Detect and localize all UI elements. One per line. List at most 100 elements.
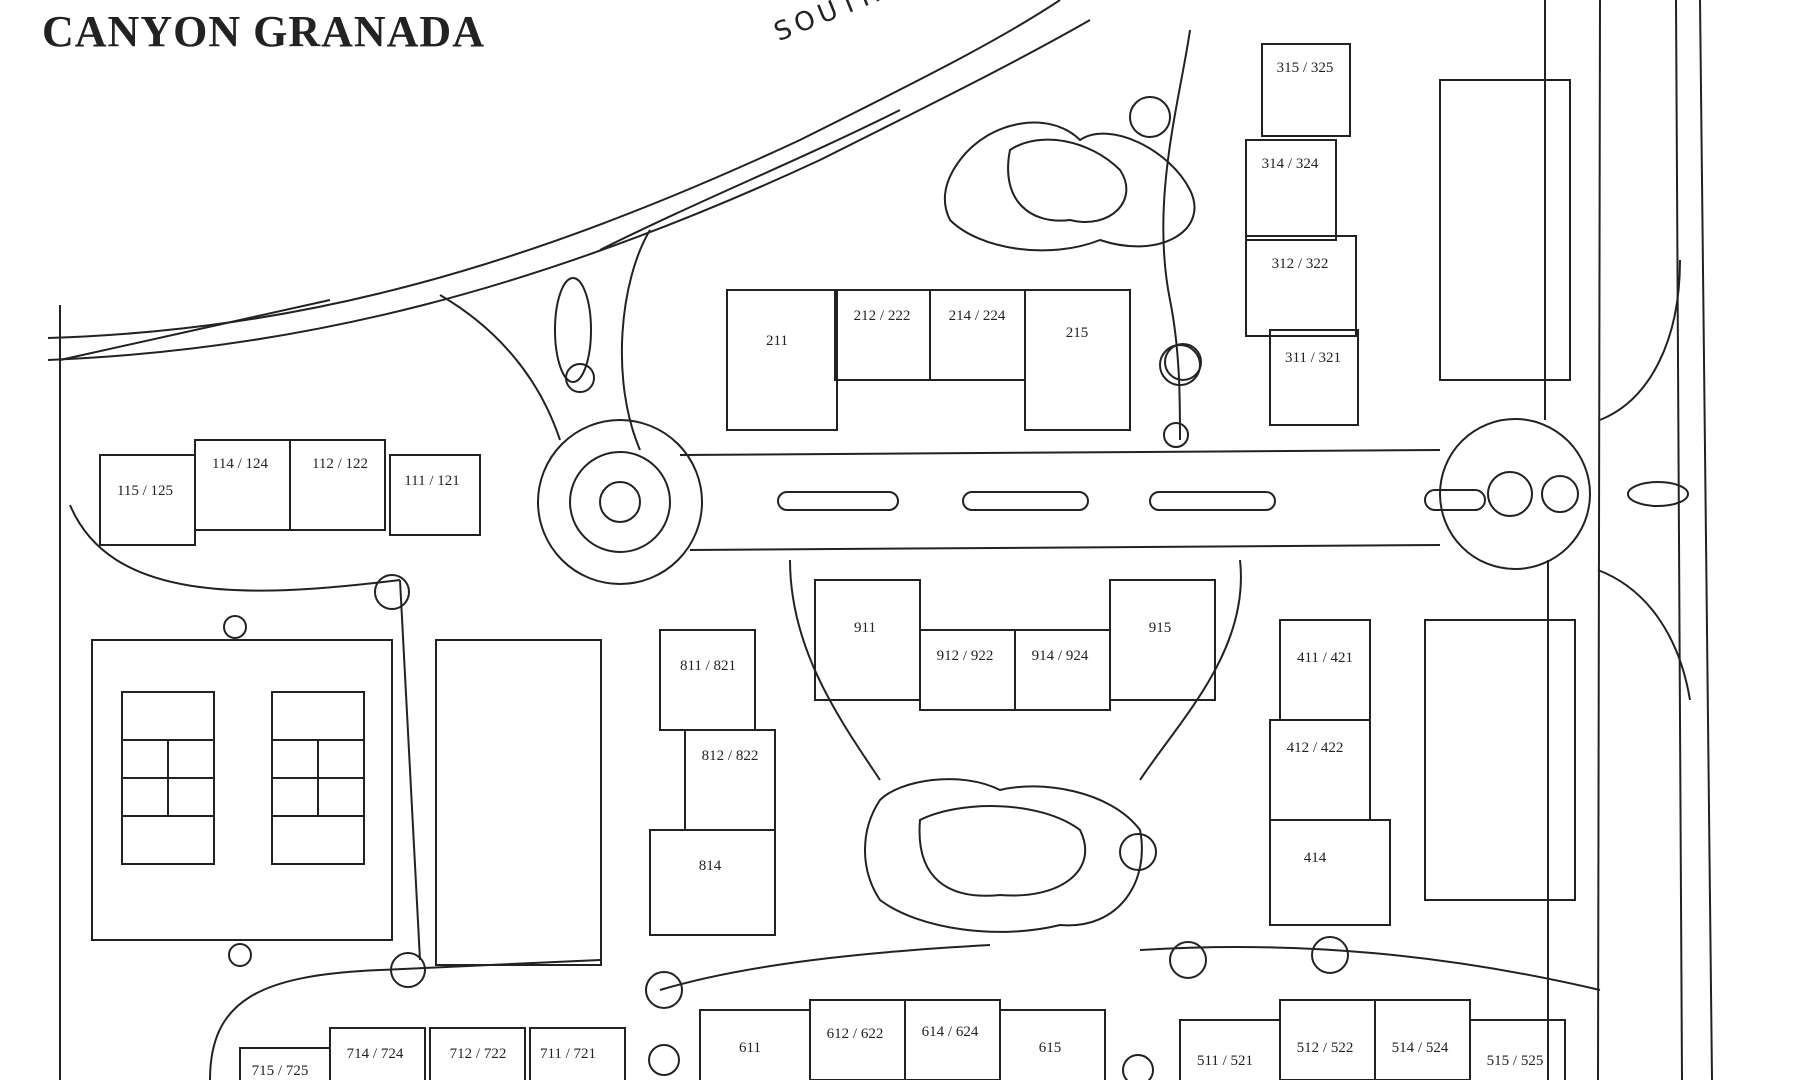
pool-upper xyxy=(943,121,1196,252)
parking-lot-west xyxy=(435,639,602,966)
building-label: 211 xyxy=(766,333,788,349)
node-10 xyxy=(648,1044,680,1076)
bldg-414 xyxy=(1269,819,1391,926)
map-title: CANYON GRANADA xyxy=(42,7,485,56)
node-9 xyxy=(228,943,252,967)
building-label: 312 / 322 xyxy=(1272,256,1329,272)
bldg-812-822 xyxy=(684,729,776,831)
node-1 xyxy=(374,574,410,610)
walkway-southwest-loop xyxy=(209,959,601,1080)
property-boundary-right xyxy=(1699,0,1713,1080)
west-roundabout-mid xyxy=(569,451,671,553)
east-road-curve xyxy=(1599,259,1681,421)
pool-central xyxy=(864,778,1143,933)
pool-central-spa xyxy=(1119,833,1157,871)
node-4 xyxy=(645,971,683,1009)
walkway-south-loop xyxy=(659,944,1601,991)
building-label: 511 / 521 xyxy=(1197,1053,1253,1069)
building-label: 612 / 622 xyxy=(827,1026,884,1042)
building-label: 212 / 222 xyxy=(854,308,911,324)
bldg-215 xyxy=(1024,289,1131,431)
entry-median-circle xyxy=(565,363,595,393)
node-6 xyxy=(1311,936,1349,974)
node-5 xyxy=(1169,941,1207,979)
building-label: 512 / 522 xyxy=(1297,1040,1354,1056)
bldg-911 xyxy=(814,579,921,701)
street-curve-sidewalk xyxy=(59,109,901,361)
building-label: 911 xyxy=(854,620,876,636)
building-label: 311 / 321 xyxy=(1285,350,1341,366)
building-label: 814 xyxy=(699,858,722,874)
building-label: 214 / 224 xyxy=(949,308,1006,324)
building-label: 411 / 421 xyxy=(1297,650,1353,666)
node-7 xyxy=(1164,343,1202,381)
building-label: 615 xyxy=(1039,1040,1062,1056)
bldg-115-125 xyxy=(99,454,196,546)
median-2 xyxy=(962,491,1089,511)
east-road-east-edge xyxy=(1597,0,1601,1080)
node-2 xyxy=(223,615,247,639)
bldg-712-722 xyxy=(429,1027,526,1080)
building-label: 115 / 125 xyxy=(117,483,173,499)
building-label: 915 xyxy=(1149,620,1172,636)
walkway-central-loop xyxy=(789,559,1242,781)
median-4 xyxy=(1424,489,1486,511)
tennis-court-area xyxy=(91,639,393,941)
main-boulevard-south xyxy=(689,544,1441,551)
east-roundabout-inner xyxy=(1487,471,1533,517)
building-label: 711 / 721 xyxy=(540,1046,596,1062)
building-label: 515 / 525 xyxy=(1487,1053,1544,1069)
building-label: 112 / 122 xyxy=(312,456,368,472)
building-label: 111 / 121 xyxy=(404,473,460,489)
bldg-411-421 xyxy=(1279,619,1371,721)
bldg-412-422 xyxy=(1269,719,1371,821)
building-label: 314 / 324 xyxy=(1262,156,1319,172)
median-1 xyxy=(777,491,899,511)
bldg-312-322 xyxy=(1245,235,1357,337)
node-8 xyxy=(1163,422,1189,448)
bldg-314-324 xyxy=(1245,139,1337,241)
bldg-811-821 xyxy=(659,629,756,731)
pool-upper-inner xyxy=(1007,138,1128,223)
west-roundabout-outer xyxy=(537,419,703,585)
building-label: 114 / 124 xyxy=(212,456,269,472)
bldg-315-325 xyxy=(1261,43,1351,137)
building-label: 614 / 624 xyxy=(922,1024,979,1040)
building-label: 912 / 922 xyxy=(937,648,994,664)
bldg-711-721 xyxy=(529,1027,626,1080)
building-label: 715 / 725 xyxy=(252,1063,309,1079)
node-11 xyxy=(1122,1054,1154,1080)
building-label: 611 xyxy=(739,1040,761,1056)
bldg-511-521 xyxy=(1179,1019,1281,1080)
building-label: 712 / 722 xyxy=(450,1046,507,1062)
pool-upper-spa xyxy=(1129,96,1171,138)
building-label: 215 xyxy=(1066,325,1089,341)
bldg-112-122 xyxy=(289,439,386,531)
walkway-west-loop xyxy=(69,504,421,961)
building-label: 514 / 524 xyxy=(1392,1040,1449,1056)
east-road-curve-2 xyxy=(1597,569,1691,701)
building-label: 412 / 422 xyxy=(1287,740,1344,756)
median-3 xyxy=(1149,491,1276,511)
bldg-212-222 xyxy=(834,289,931,381)
median-5 xyxy=(1627,481,1689,507)
west-roundabout-inner xyxy=(599,481,641,523)
east-roundabout-outer xyxy=(1439,418,1591,570)
pool-central-inner xyxy=(918,805,1087,897)
building-label: 414 xyxy=(1304,850,1327,866)
east-roundabout-inner-2 xyxy=(1541,475,1579,513)
bldg-615 xyxy=(999,1009,1106,1080)
bldg-914-924 xyxy=(1014,629,1111,711)
main-boulevard-north xyxy=(679,449,1441,456)
node-3 xyxy=(390,952,426,988)
bldg-114-124 xyxy=(194,439,291,531)
bldg-311-321 xyxy=(1269,329,1359,426)
bldg-515-525 xyxy=(1469,1019,1566,1080)
building-label: 811 / 821 xyxy=(680,658,736,674)
building-label: 812 / 822 xyxy=(702,748,759,764)
building-label: 914 / 924 xyxy=(1032,648,1089,664)
building-label: 714 / 724 xyxy=(347,1046,404,1062)
bldg-912-922 xyxy=(919,629,1016,711)
bldg-111-121 xyxy=(389,454,481,536)
